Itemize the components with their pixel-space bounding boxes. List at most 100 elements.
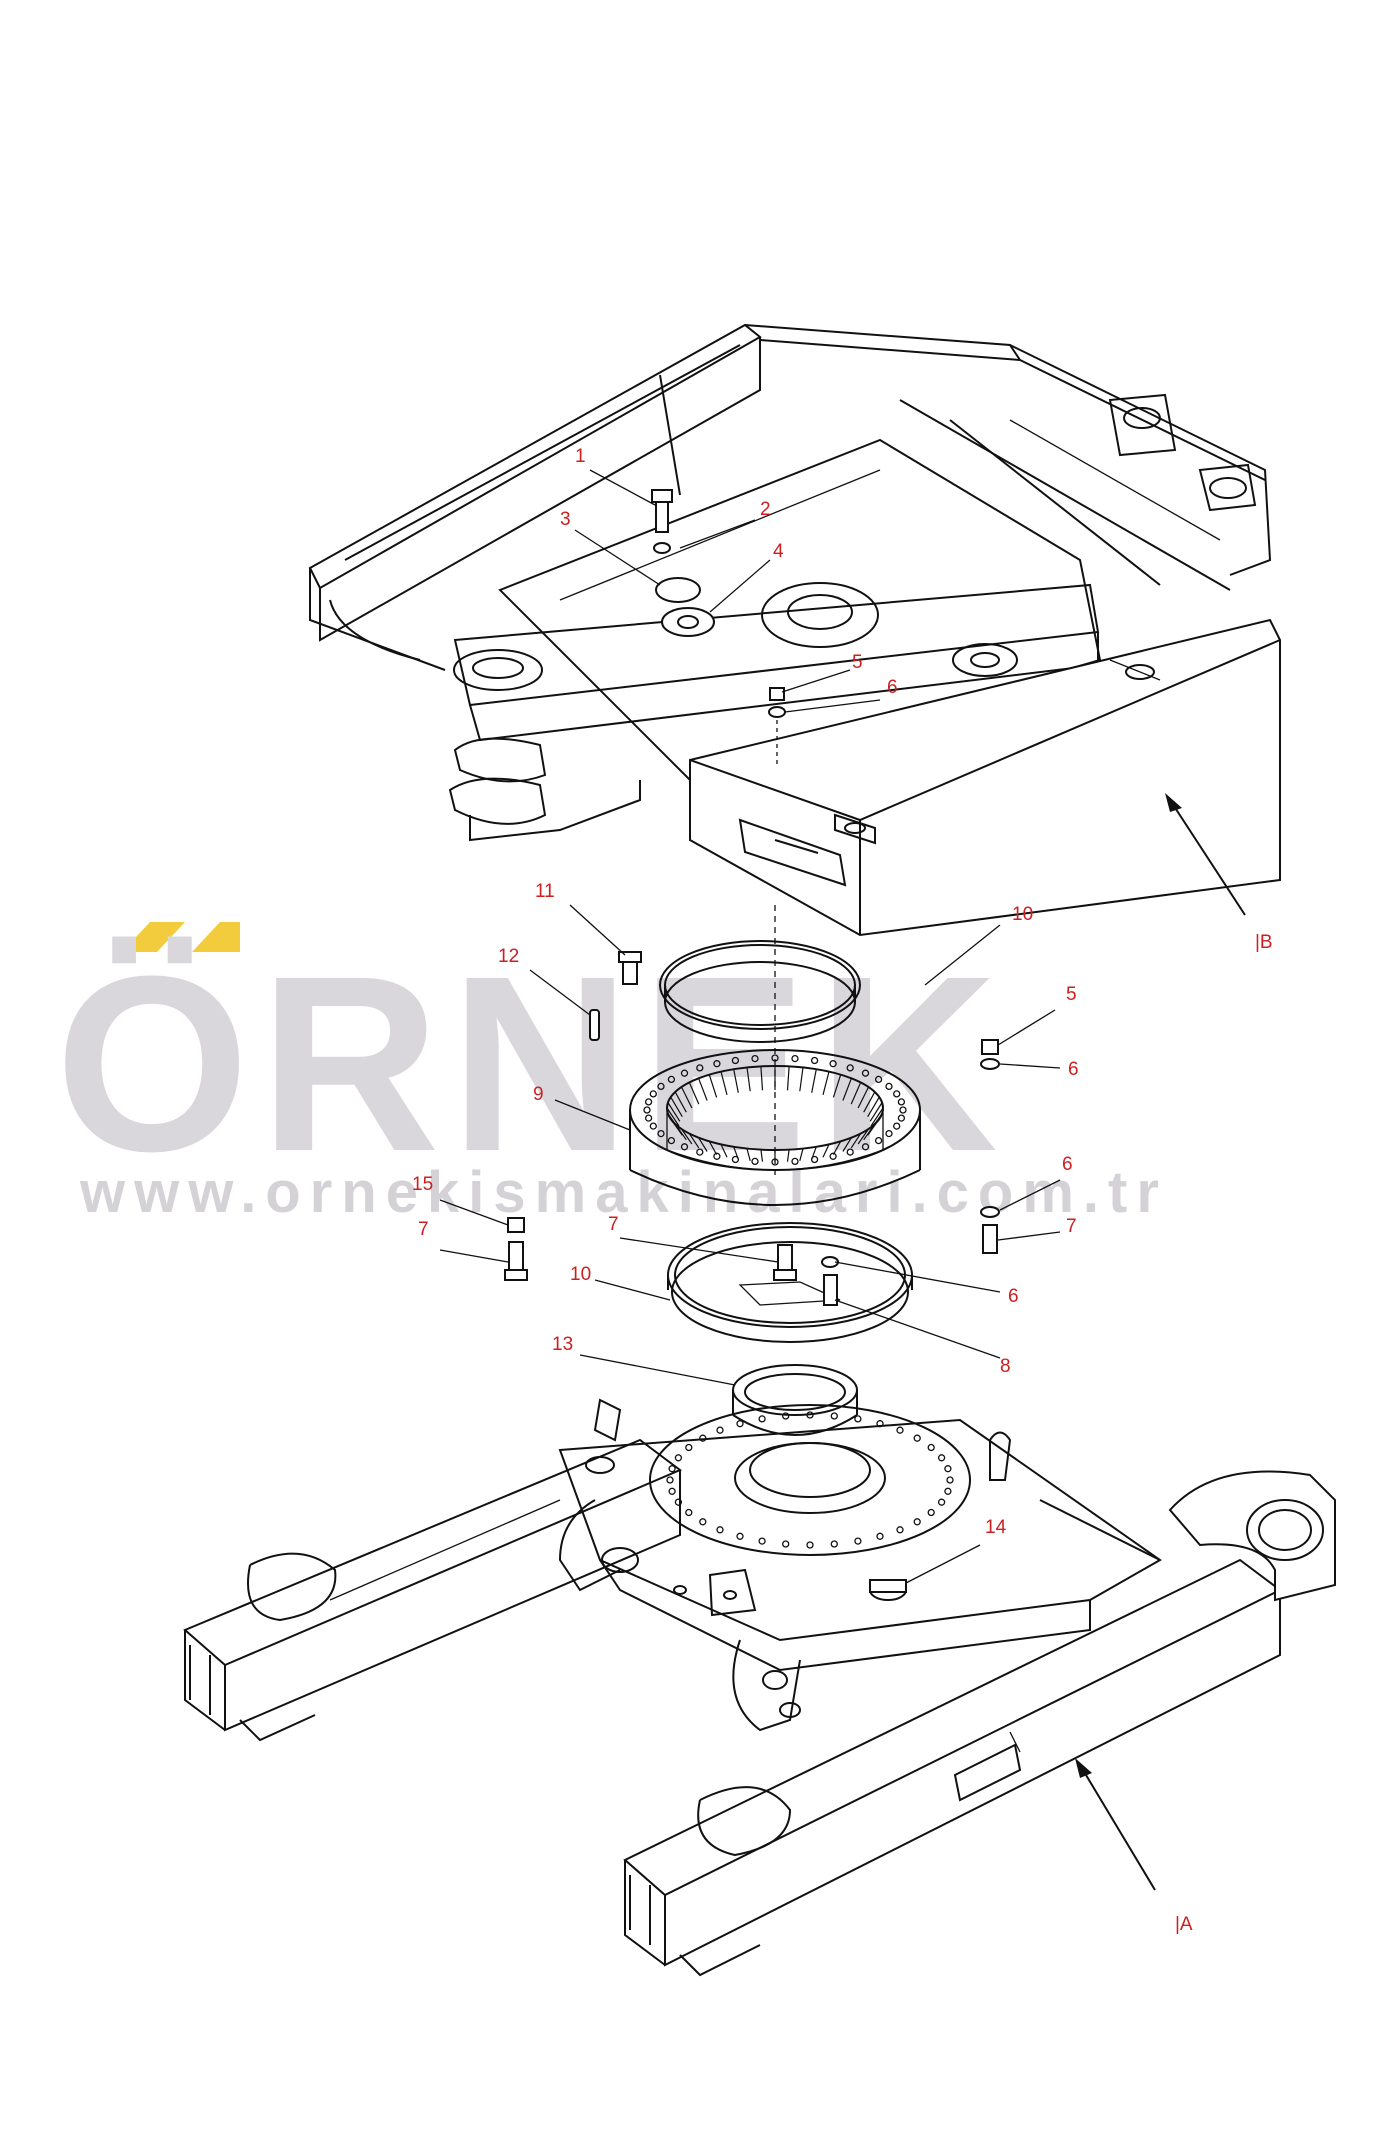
- bolt-hole: [657, 1082, 665, 1091]
- bolt-hole: [716, 1526, 724, 1534]
- callout-7-center: 7: [608, 1214, 619, 1235]
- callout-13: 13: [552, 1334, 573, 1355]
- bolt-hole: [913, 1434, 921, 1442]
- bolt-hole: [696, 1148, 704, 1156]
- bolt-hole: [893, 1122, 901, 1130]
- bolt-hole: [736, 1532, 744, 1540]
- gear-tooth: [698, 1078, 708, 1101]
- bolt-hole: [874, 1075, 883, 1084]
- bolt-hole: [854, 1537, 862, 1545]
- bolt-hole: [649, 1090, 657, 1098]
- bolt-hole: [751, 1157, 759, 1166]
- bolt-hole: [696, 1064, 704, 1072]
- callout-6-lower: 6: [1062, 1154, 1073, 1175]
- gear-tooth: [869, 1102, 883, 1122]
- watermark: ÖRNEK www.ornekismakinalari.com.tr: [55, 922, 1168, 1225]
- bolt-hole: [736, 1420, 744, 1428]
- leader-lines: [439, 469, 1246, 1891]
- bolt-hole: [896, 1526, 904, 1534]
- bolt-hole: [829, 1152, 837, 1160]
- gear-tooth: [688, 1082, 700, 1105]
- bolt-hole: [699, 1518, 707, 1526]
- bolt-hole: [657, 1129, 665, 1138]
- bolt-hole: [731, 1056, 740, 1065]
- inner-ring-seal: [732, 1364, 858, 1436]
- callout-6-center: 6: [1008, 1286, 1019, 1307]
- gear-tooth: [822, 1071, 830, 1095]
- callout-11: 11: [535, 881, 555, 902]
- bolt-hole: [680, 1069, 689, 1077]
- gear-tooth: [850, 1133, 862, 1149]
- bolt-hole: [899, 1106, 907, 1114]
- gear-tooth: [680, 1086, 693, 1109]
- bolt-hole: [927, 1508, 935, 1517]
- gear-tooth: [870, 1107, 884, 1127]
- gear-tooth: [760, 1066, 764, 1091]
- gear-tooth: [670, 1096, 683, 1118]
- bolt-hole: [897, 1098, 906, 1106]
- gear-tooth: [746, 1148, 751, 1161]
- bolt-hole: [667, 1075, 676, 1084]
- bolt-hole: [874, 1136, 883, 1145]
- bolt-hole: [830, 1412, 838, 1420]
- gear-tooth: [667, 1113, 681, 1132]
- gear-tooth: [720, 1144, 728, 1158]
- bolt-hole: [944, 1487, 952, 1495]
- gear-tooth: [863, 1123, 876, 1141]
- callout-3: 3: [560, 509, 571, 530]
- upper-frame: [308, 323, 1281, 937]
- gear-tooth: [688, 1133, 700, 1149]
- callout-15: 15: [412, 1174, 433, 1195]
- callout-8: 8: [1000, 1356, 1011, 1377]
- callout-5-right: 5: [1066, 984, 1077, 1005]
- bolt-hole: [861, 1069, 870, 1077]
- gear-tooth: [850, 1082, 862, 1105]
- bolt-hole: [876, 1532, 884, 1540]
- watermark-url: www.ornekismakinalari.com.tr: [79, 1160, 1168, 1225]
- bolt-hole: [758, 1537, 766, 1545]
- gear-tooth: [867, 1118, 880, 1136]
- gear-tooth: [857, 1128, 869, 1145]
- gear-tooth: [799, 1067, 804, 1092]
- bolt-hole: [731, 1155, 740, 1164]
- bolt-hole: [946, 1476, 954, 1484]
- bolt-hole: [644, 1114, 653, 1122]
- callout-12: 12: [498, 946, 519, 967]
- bolt-hole: [674, 1454, 683, 1462]
- watermark-brand: ÖRNEK: [55, 924, 1008, 1203]
- watermark-accent-right: [192, 922, 240, 952]
- gear-tooth: [674, 1091, 687, 1113]
- bolt-hole: [791, 1157, 799, 1166]
- hardware: [504, 489, 1000, 1601]
- gear-tooth: [681, 1128, 693, 1145]
- bolt-hole: [685, 1508, 693, 1517]
- callout-4: 4: [773, 541, 784, 562]
- bolt-hole: [885, 1082, 893, 1091]
- bolt-hole: [782, 1412, 790, 1420]
- gear-tooth: [666, 1107, 680, 1127]
- callout-7-right: 7: [1066, 1216, 1077, 1237]
- gear-tooth: [832, 1141, 842, 1155]
- seal-ring-upper: [659, 940, 861, 1043]
- bolt-hole: [944, 1465, 952, 1473]
- bolt-hole: [716, 1426, 724, 1434]
- bolt-hole: [667, 1136, 676, 1145]
- bolt-hole: [713, 1060, 721, 1068]
- bolt-hole: [913, 1518, 921, 1526]
- bolt-hole: [791, 1054, 799, 1063]
- gear-tooth: [811, 1069, 817, 1093]
- callout-9: 9: [533, 1084, 544, 1105]
- bolt-hole: [810, 1056, 819, 1065]
- bolt-hole: [643, 1106, 651, 1114]
- callouts: 1 2 3 4 5 6 11 12 10 9 5 6 6 15 7 7 7 10…: [412, 446, 1273, 1935]
- callout-1: 1: [575, 446, 586, 467]
- bolt-hole: [937, 1498, 946, 1506]
- gear-tooth: [799, 1148, 804, 1161]
- callout-2: 2: [760, 499, 771, 520]
- bolt-hole: [806, 1541, 814, 1549]
- bolt-hole: [861, 1143, 870, 1151]
- callout-10-lower: 10: [570, 1264, 591, 1285]
- bolt-hole: [810, 1155, 819, 1164]
- bolt-hole: [806, 1411, 814, 1419]
